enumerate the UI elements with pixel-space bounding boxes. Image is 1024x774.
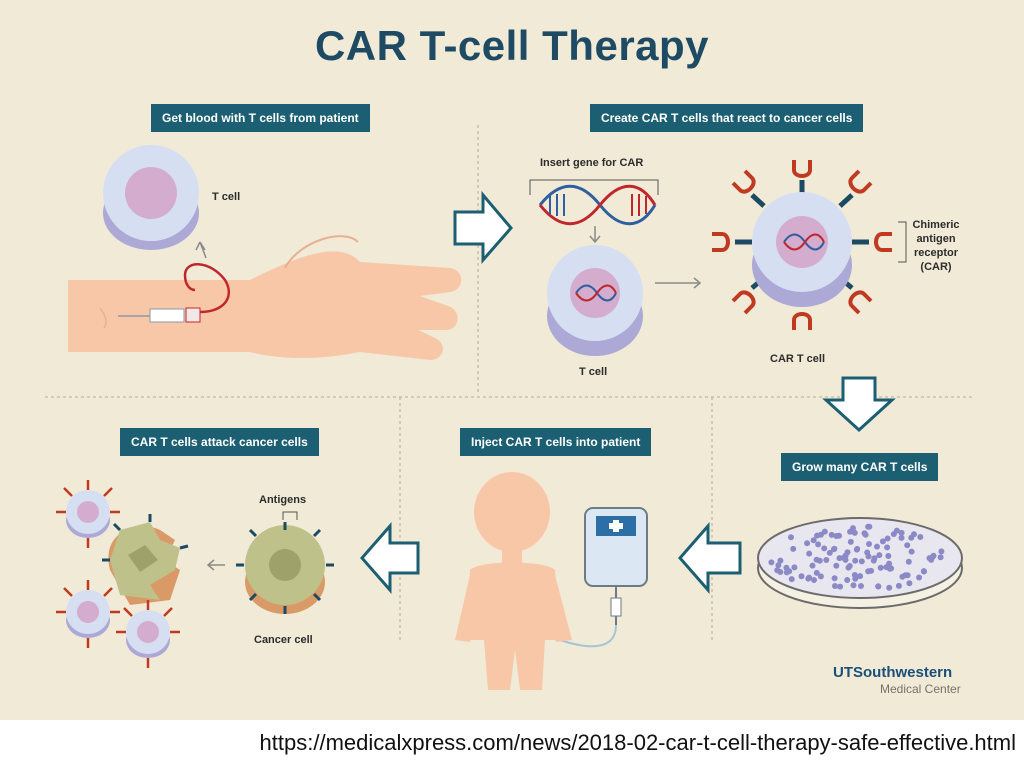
arrow-left-icon bbox=[362, 526, 418, 590]
car-definition-line: Chimeric bbox=[906, 218, 966, 232]
petri-dish bbox=[758, 518, 962, 608]
car-definition-line: (CAR) bbox=[906, 260, 966, 274]
arrow-left-thin-icon bbox=[208, 560, 225, 570]
iv-bag bbox=[560, 508, 647, 646]
dna-gene-icon bbox=[530, 180, 658, 242]
step-create-car-label: Create CAR T cells that react to cancer … bbox=[590, 104, 863, 132]
car-t-cell-label: CAR T cell bbox=[770, 353, 825, 365]
arrow-down-icon bbox=[826, 378, 892, 430]
infographic-panel: CAR T-cell Therapy bbox=[0, 0, 1024, 720]
car-definition-label: Chimeric antigen receptor (CAR) bbox=[906, 218, 966, 274]
arrow-right-icon bbox=[455, 195, 511, 260]
step-get-blood-label: Get blood with T cells from patient bbox=[151, 104, 370, 132]
car-definition-line: antigen bbox=[906, 232, 966, 246]
mini-car-t-cell bbox=[56, 480, 120, 548]
arrow-left-icon bbox=[680, 526, 740, 590]
brand-logo: UTSouthwestern bbox=[833, 664, 952, 681]
brand-subtitle: Medical Center bbox=[880, 682, 961, 696]
cancer-cell bbox=[236, 512, 334, 614]
step-attack-label: CAR T cells attack cancer cells bbox=[120, 428, 319, 456]
t-cell-top bbox=[103, 145, 199, 250]
mini-car-t-cell bbox=[56, 580, 120, 648]
antigens-label: Antigens bbox=[259, 494, 306, 506]
car-definition-line: receptor bbox=[906, 246, 966, 260]
step-inject-label: Inject CAR T cells into patient bbox=[460, 428, 651, 456]
arm-illustration bbox=[68, 236, 461, 360]
arrow-right-thin-icon bbox=[655, 278, 700, 288]
step-grow-label: Grow many CAR T cells bbox=[781, 453, 938, 481]
cancer-cell-label: Cancer cell bbox=[254, 634, 313, 646]
destroyed-cancer-cell bbox=[102, 514, 188, 605]
source-url[interactable]: https://medicalxpress.com/news/2018-02-c… bbox=[0, 730, 1016, 756]
up-arrow-icon bbox=[196, 242, 206, 258]
mini-car-t-cell bbox=[116, 600, 180, 668]
t-cell-middle-label: T cell bbox=[579, 366, 607, 378]
insert-gene-label: Insert gene for CAR bbox=[540, 157, 643, 169]
t-cell-middle bbox=[547, 245, 643, 356]
child-patient bbox=[455, 472, 572, 690]
t-cell-top-label: T cell bbox=[212, 191, 240, 203]
car-t-cell bbox=[712, 160, 906, 330]
